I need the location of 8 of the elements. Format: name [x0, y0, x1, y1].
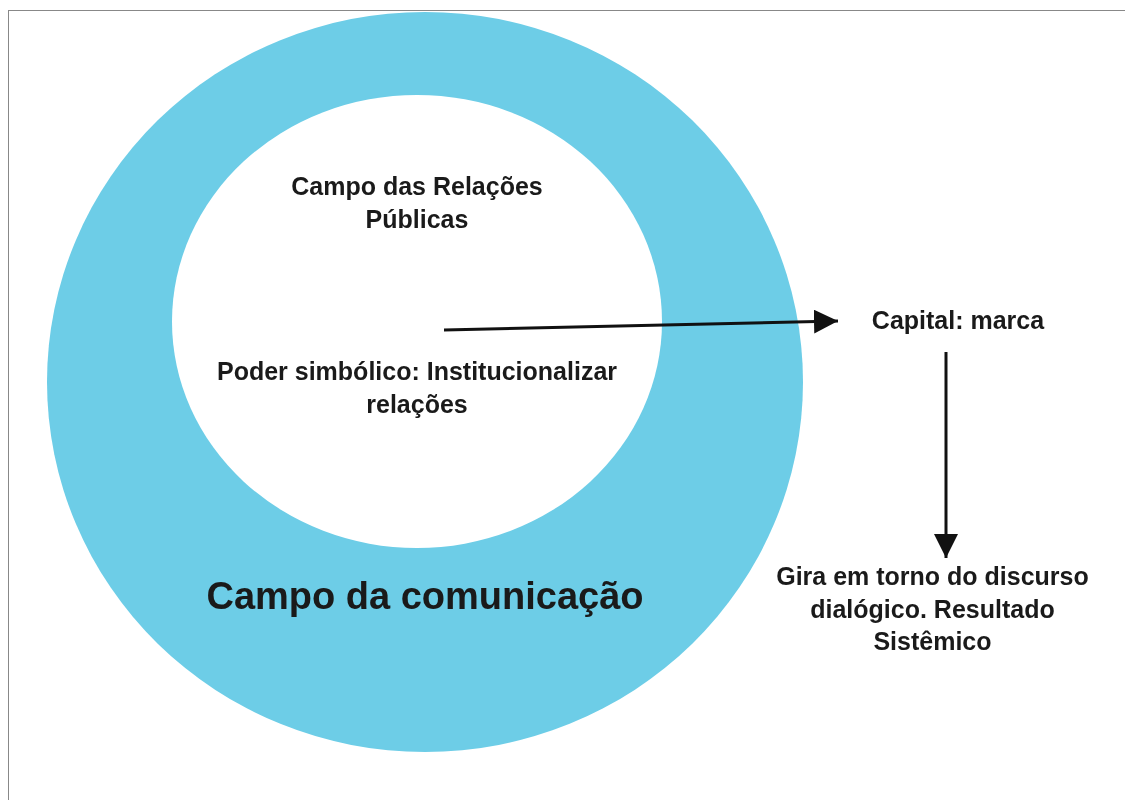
field-title: Campo da comunicação	[205, 574, 645, 619]
inner-circle	[172, 95, 662, 548]
node-label: Capital: marca	[870, 305, 1046, 336]
field-title: Campo das Relações Públicas	[290, 171, 544, 235]
arrow	[443, 309, 839, 334]
node-label: Gira em torno do discurso dialógico. Resultado Sistêmico	[775, 561, 1090, 657]
arrow	[934, 352, 958, 558]
description-text: Poder simbólico: Institucionalizar relações	[215, 356, 619, 420]
